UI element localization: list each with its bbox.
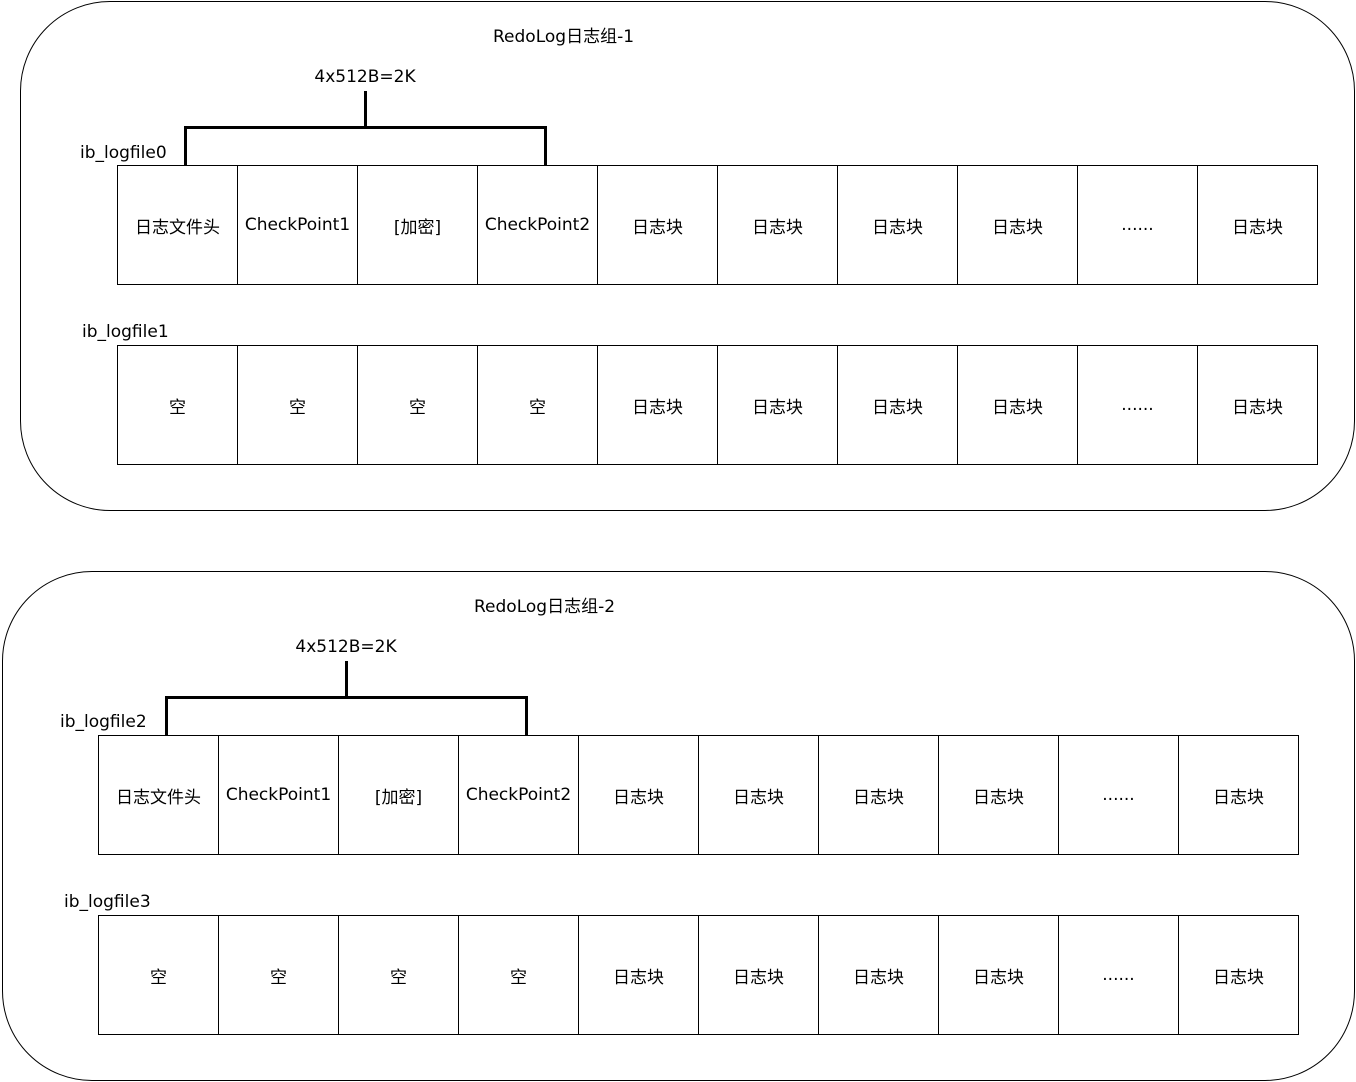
log-cell: 日志块	[838, 346, 958, 464]
group-1-bracket-stem	[364, 91, 367, 128]
log-cell: ......	[1059, 916, 1179, 1034]
log-cell: CheckPoint1	[219, 736, 339, 854]
log-cell: 日志块	[718, 346, 838, 464]
log-cell: 日志块	[1198, 166, 1318, 284]
log-cell: 日志块	[838, 166, 958, 284]
log-cell: 日志块	[1198, 346, 1318, 464]
log-cell: 日志块	[1179, 736, 1299, 854]
group-2-bracket-stem	[345, 661, 348, 698]
redolog-group-1	[20, 1, 1355, 511]
file-label-ib-logfile0: ib_logfile0	[80, 143, 167, 163]
group-2-title: RedoLog日志组-2	[474, 597, 616, 617]
group-2-header-bracket	[165, 696, 528, 735]
log-cell: 空	[358, 346, 478, 464]
log-cell: ......	[1059, 736, 1179, 854]
log-cell: 日志块	[958, 346, 1078, 464]
file-label-ib-logfile2: ib_logfile2	[60, 712, 147, 732]
log-cell: 日志文件头	[99, 736, 219, 854]
log-cell: 日志块	[579, 736, 699, 854]
log-cell: 日志块	[699, 736, 819, 854]
file-label-ib-logfile3: ib_logfile3	[64, 892, 151, 912]
log-cell: CheckPoint1	[238, 166, 358, 284]
file-row-ib-logfile0: 日志文件头 CheckPoint1 [加密] CheckPoint2 日志块 日…	[117, 165, 1318, 285]
group-1-size-label: 4x512B=2K	[314, 67, 416, 87]
log-cell: 日志块	[579, 916, 699, 1034]
file-row-ib-logfile2: 日志文件头 CheckPoint1 [加密] CheckPoint2 日志块 日…	[98, 735, 1299, 855]
group-1-header-bracket	[184, 126, 547, 165]
file-row-ib-logfile1: 空 空 空 空 日志块 日志块 日志块 日志块 ...... 日志块	[117, 345, 1318, 465]
log-cell: 空	[99, 916, 219, 1034]
log-cell: CheckPoint2	[459, 736, 579, 854]
log-cell: [加密]	[358, 166, 478, 284]
log-cell: [加密]	[339, 736, 459, 854]
log-cell: 日志块	[958, 166, 1078, 284]
log-cell: 空	[219, 916, 339, 1034]
log-cell: 空	[238, 346, 358, 464]
log-cell: 日志块	[819, 916, 939, 1034]
log-cell: 空	[459, 916, 579, 1034]
log-cell: 日志块	[598, 166, 718, 284]
redolog-group-2	[2, 571, 1355, 1081]
log-cell: 日志块	[598, 346, 718, 464]
log-cell: CheckPoint2	[478, 166, 598, 284]
file-row-ib-logfile3: 空 空 空 空 日志块 日志块 日志块 日志块 ...... 日志块	[98, 915, 1299, 1035]
log-cell: 空	[339, 916, 459, 1034]
log-cell: 日志块	[1179, 916, 1299, 1034]
file-label-ib-logfile1: ib_logfile1	[82, 322, 169, 342]
log-cell: ......	[1078, 346, 1198, 464]
log-cell: ......	[1078, 166, 1198, 284]
log-cell: 空	[118, 346, 238, 464]
log-cell: 日志文件头	[118, 166, 238, 284]
log-cell: 日志块	[939, 736, 1059, 854]
group-1-title: RedoLog日志组-1	[493, 27, 635, 47]
group-2-size-label: 4x512B=2K	[295, 637, 397, 657]
log-cell: 空	[478, 346, 598, 464]
log-cell: 日志块	[939, 916, 1059, 1034]
log-cell: 日志块	[699, 916, 819, 1034]
log-cell: 日志块	[718, 166, 838, 284]
log-cell: 日志块	[819, 736, 939, 854]
